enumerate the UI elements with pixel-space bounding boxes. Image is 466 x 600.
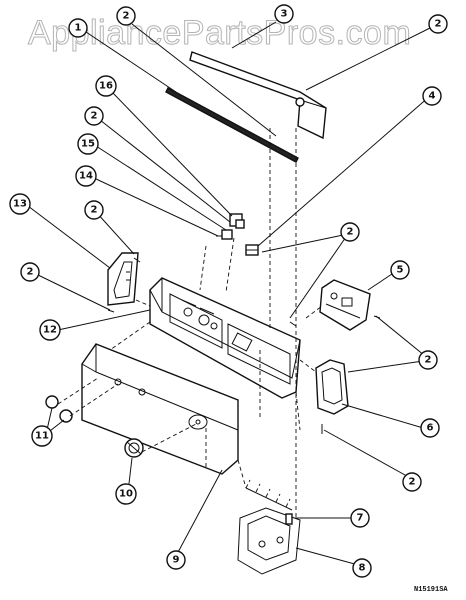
callout-2: 2 xyxy=(428,14,448,34)
callout-9: 9 xyxy=(166,550,186,570)
callout-3: 3 xyxy=(274,4,294,24)
callout-11: 11 xyxy=(31,425,53,447)
callout-12: 12 xyxy=(39,319,61,341)
bottom-bracket-part xyxy=(237,479,301,575)
callout-2: 2 xyxy=(418,350,438,370)
callout-5: 5 xyxy=(390,260,410,280)
bracket-part xyxy=(245,244,259,256)
svg-text:16: 16 xyxy=(99,81,113,92)
watermark: AppliancePartsPros.com xyxy=(27,14,412,53)
timer-knob-part xyxy=(124,438,144,458)
callout-13: 13 xyxy=(9,193,31,215)
callout-1: 1 xyxy=(68,18,88,38)
svg-text:7: 7 xyxy=(357,513,364,524)
svg-text:13: 13 xyxy=(13,199,27,210)
svg-text:2: 2 xyxy=(435,19,442,30)
top-trim-part xyxy=(189,51,327,140)
svg-text:11: 11 xyxy=(35,431,49,442)
svg-text:2: 2 xyxy=(409,477,416,488)
svg-text:2: 2 xyxy=(425,355,432,366)
svg-text:2: 2 xyxy=(91,205,98,216)
callout-2: 2 xyxy=(84,106,104,126)
callout-2: 2 xyxy=(84,200,104,220)
callout-14: 14 xyxy=(75,165,97,187)
callout-2: 2 xyxy=(20,262,40,282)
callout-6: 6 xyxy=(420,418,440,438)
callout-2: 2 xyxy=(340,222,360,242)
front-panel-part xyxy=(81,343,239,475)
callout-4: 4 xyxy=(422,86,442,106)
svg-text:2: 2 xyxy=(91,111,98,122)
svg-text:10: 10 xyxy=(119,489,133,500)
svg-text:15: 15 xyxy=(81,139,95,150)
svg-text:6: 6 xyxy=(427,423,434,434)
svg-text:1: 1 xyxy=(75,23,82,34)
callout-15: 15 xyxy=(77,133,99,155)
right-end-cap-part xyxy=(315,359,349,415)
screw-parts xyxy=(107,257,381,434)
svg-text:4: 4 xyxy=(429,91,436,102)
callout-10: 10 xyxy=(115,483,137,505)
assembly-lines xyxy=(57,128,323,520)
callout-8: 8 xyxy=(352,558,372,578)
rod-part xyxy=(165,87,299,163)
callout-2: 2 xyxy=(402,472,422,492)
switch-parts xyxy=(216,213,245,240)
svg-text:3: 3 xyxy=(281,9,288,20)
svg-text:12: 12 xyxy=(43,325,57,336)
svg-text:2: 2 xyxy=(27,267,34,278)
leader-lines xyxy=(27,21,431,567)
svg-text:5: 5 xyxy=(397,265,404,276)
svg-text:8: 8 xyxy=(359,563,366,574)
svg-text:2: 2 xyxy=(347,227,354,238)
callout-7: 7 xyxy=(350,508,370,528)
callout-2: 2 xyxy=(116,6,136,26)
svg-text:2: 2 xyxy=(123,11,130,22)
callouts: 2 3 2 1 16 2 4 15 14 13 2 2 2 5 12 2 6 1… xyxy=(9,4,448,578)
callout-16: 16 xyxy=(95,75,117,97)
catalog-code: N15191SA xyxy=(414,586,448,594)
svg-text:14: 14 xyxy=(79,171,93,182)
left-end-cap-part xyxy=(107,252,139,306)
control-board-part xyxy=(319,279,371,331)
svg-text:9: 9 xyxy=(173,555,180,566)
knob-parts xyxy=(45,395,73,423)
